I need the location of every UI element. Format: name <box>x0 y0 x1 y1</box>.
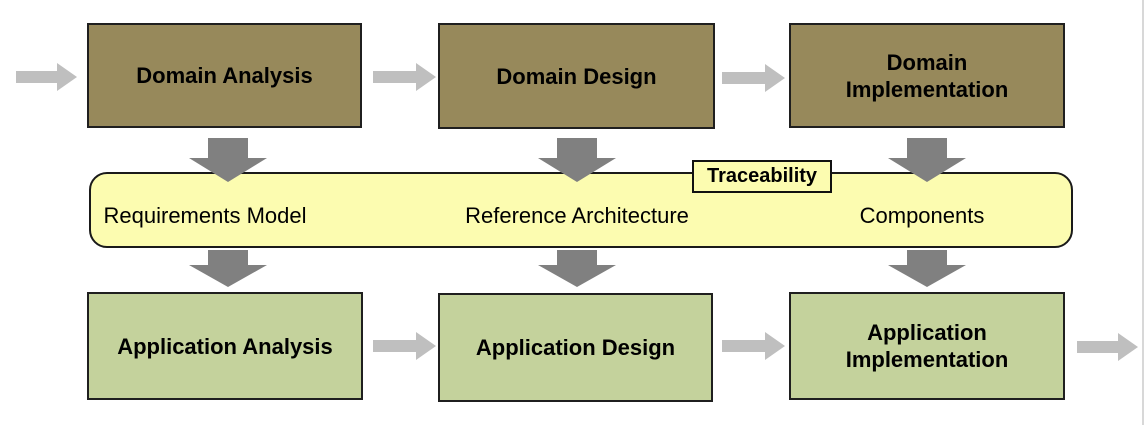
flow-arrow-down-icon <box>888 138 966 182</box>
flow-arrow-down-icon <box>888 250 966 287</box>
requirements-model-label: Requirements Model <box>103 203 307 228</box>
flow-arrow-right-icon <box>1077 333 1138 361</box>
flow-arrow-down-icon <box>538 250 616 287</box>
flow-arrow-right-icon <box>722 332 785 360</box>
flow-arrow-right-icon <box>373 332 436 360</box>
domain-analysis-label: Domain Analysis <box>136 63 313 88</box>
application-design-box: Application Design <box>438 293 713 402</box>
domain-implementation-label: Domain Implementation <box>845 49 1009 102</box>
domain-design-label: Domain Design <box>496 63 657 89</box>
domain-implementation-box: Domain Implementation <box>789 23 1065 128</box>
domain-design-box: Domain Design <box>438 23 715 129</box>
flow-arrow-right-icon <box>722 64 785 92</box>
domain-analysis-box: Domain Analysis <box>87 23 362 128</box>
application-analysis-label: Application Analysis <box>117 333 333 359</box>
flow-arrow-down-icon <box>538 138 616 182</box>
application-analysis-box: Application Analysis <box>87 292 363 400</box>
application-design-label: Application Design <box>475 335 676 360</box>
application-implementation-label: Application Implementation <box>845 320 1009 372</box>
flow-arrow-down-icon <box>189 250 267 287</box>
reference-architecture-label: Reference Architecture <box>465 203 689 228</box>
flow-arrow-right-icon <box>16 63 77 91</box>
traceability-tag: Traceability <box>692 160 832 193</box>
flow-arrow-down-icon <box>189 138 267 182</box>
traceability-tag-label: Traceability <box>706 165 818 187</box>
application-implementation-box: Application Implementation <box>789 292 1065 400</box>
components-label: Components <box>859 203 985 228</box>
flow-arrow-right-icon <box>373 63 436 91</box>
page-edge-line <box>1142 0 1144 425</box>
